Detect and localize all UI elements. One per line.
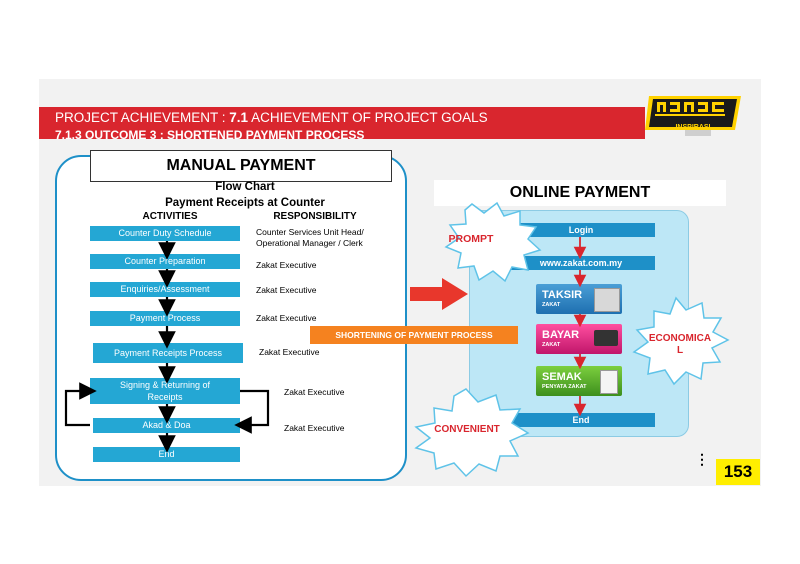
calculator-icon <box>594 288 620 312</box>
resp-akad-doa: Zakat Executive <box>284 423 345 433</box>
flowchart-subheading: Payment Receipts at Counter <box>165 197 325 209</box>
resp-counter-duty: Counter Services Unit Head/ Operational … <box>256 227 364 249</box>
online-login: Login <box>507 223 655 237</box>
semak-sub: PENYATA ZAKAT <box>542 384 587 390</box>
step-payment-process: Payment Process <box>90 311 240 326</box>
convenient-burst <box>414 388 530 478</box>
step-payment-receipts-process: Payment Receipts Process <box>93 343 243 363</box>
header-subtitle: 7.1.3 OUTCOME 3 : SHORTENED PAYMENT PROC… <box>55 128 365 139</box>
taksir-sub: ZAKAT <box>542 302 561 308</box>
online-end: End <box>507 413 655 427</box>
header-title: PROJECT ACHIEVEMENT : 7.1 ACHIEVEMENT OF… <box>55 110 488 125</box>
step-counter-preparation: Counter Preparation <box>90 254 240 269</box>
taksir-label: TAKSIR <box>542 289 583 301</box>
taksir-zakat-tile: TAKSIR ZAKAT <box>536 284 622 314</box>
card-icon <box>594 330 618 346</box>
step-signing-line1: Signing & Returning of <box>119 380 211 390</box>
economical-line1: ECONOMICA <box>648 333 712 344</box>
resp-payment-process: Zakat Executive <box>256 313 317 323</box>
logo-caption: INSPIRASI <box>675 124 711 131</box>
prompt-callout: PROMPT <box>448 233 494 245</box>
convenient-callout: CONVENIENT <box>434 424 500 435</box>
right-arrow-icon <box>410 278 468 310</box>
resp-signing: Zakat Executive <box>284 387 345 397</box>
step-akad-doa: Akad & Doa <box>93 418 240 433</box>
step-end: End <box>93 447 240 462</box>
shortening-banner: SHORTENING OF PAYMENT PROCESS <box>310 326 518 344</box>
page-number: 153 <box>716 459 760 485</box>
bayar-sub: ZAKAT <box>542 342 561 348</box>
step-signing-line2: Receipts <box>147 392 183 402</box>
ellipsis-icon: ⋮ <box>695 451 709 467</box>
economical-line2: L <box>676 345 684 356</box>
semak-label: SEMAK <box>542 371 582 383</box>
bayar-zakat-tile: BAYAR ZAKAT <box>536 324 622 354</box>
online-payment-title: ONLINE PAYMENT <box>434 180 726 206</box>
step-counter-duty-schedule: Counter Duty Schedule <box>90 226 240 241</box>
bayar-label: BAYAR <box>542 329 580 341</box>
semak-penyata-tile: SEMAK PENYATA ZAKAT <box>536 366 622 396</box>
document-icon <box>600 370 618 394</box>
activities-header: ACTIVITIES <box>142 211 198 222</box>
economical-callout: ECONOMICA L <box>642 333 718 357</box>
resp-enquiries: Zakat Executive <box>256 285 317 295</box>
brand-logo <box>645 96 741 136</box>
economical-burst <box>632 296 730 386</box>
responsibility-header: RESPONSIBILITY <box>273 211 357 222</box>
online-url: www.zakat.com.my <box>507 256 655 270</box>
flowchart-heading: Flow Chart <box>215 181 275 193</box>
prompt-burst <box>444 201 542 283</box>
resp-payment-receipts: Zakat Executive <box>259 347 320 357</box>
step-enquiries-assessment: Enquiries/Assessment <box>90 282 240 297</box>
resp-counter-prep: Zakat Executive <box>256 260 317 270</box>
resp-line2: Operational Manager / Clerk <box>256 238 363 248</box>
manual-payment-title: MANUAL PAYMENT <box>90 150 392 182</box>
resp-line1: Counter Services Unit Head/ <box>256 227 364 237</box>
header-banner: PROJECT ACHIEVEMENT : 7.1 ACHIEVEMENT OF… <box>39 107 645 139</box>
